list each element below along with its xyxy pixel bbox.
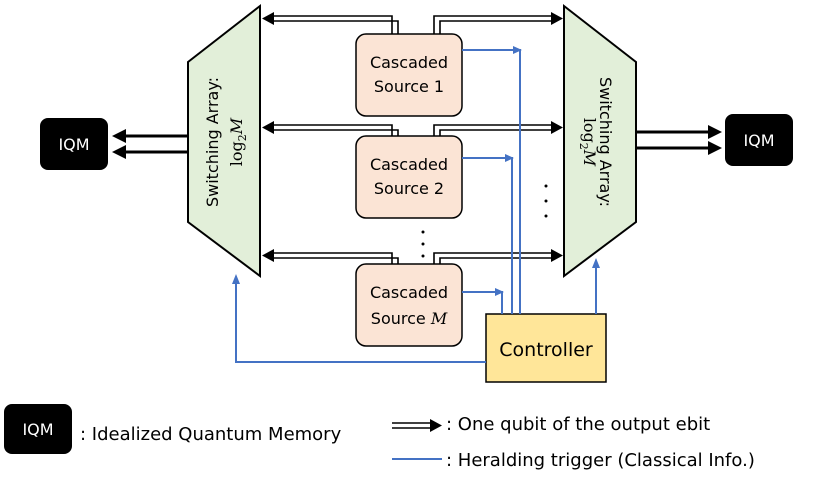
qubit-links-row2 [262, 121, 563, 136]
source-1-line1: Cascaded [370, 53, 448, 72]
qubit-output-left [112, 129, 188, 159]
source-1-line2: Source 1 [374, 77, 444, 96]
iqm-left: IQM [40, 118, 108, 170]
source-m: Cascaded Source M [355, 263, 463, 347]
iqm-left-label: IQM [58, 135, 89, 154]
ellipsis-vertical-center [421, 230, 425, 258]
qubit-links-rowM [262, 249, 563, 264]
legend-qubit-arrow [392, 419, 442, 432]
legend: IQM : Idealized Quantum Memory : One qub… [4, 404, 755, 471]
iqm-right-label: IQM [743, 131, 774, 150]
switching-array-right-label: Switching Array: [596, 77, 615, 207]
legend-iqm-box [4, 404, 72, 454]
switching-array-left-label: Switching Array: [203, 77, 222, 207]
legend-iqm-box-label: IQM [22, 420, 53, 439]
source-2: Cascaded Source 2 [355, 135, 463, 219]
switching-array-left: Switching Array: log2M [187, 3, 261, 278]
iqm-right: IQM [725, 114, 793, 166]
controller: Controller [485, 313, 607, 383]
legend-trigger-desc: : Heralding trigger (Classical Info.) [446, 450, 755, 471]
source-2-line1: Cascaded [370, 155, 448, 174]
source-m-line2: Source M [371, 309, 448, 328]
switching-array-left-log: log2M [227, 117, 249, 166]
heralding-triggers [232, 46, 600, 363]
source-2-line2: Source 2 [374, 179, 444, 198]
switching-array-right-log: log2M [577, 118, 599, 167]
legend-iqm-desc: : Idealized Quantum Memory [80, 424, 342, 445]
legend-qubit-desc: : One qubit of the output ebit [446, 414, 710, 435]
qubit-links-row1 [262, 12, 563, 34]
controller-label: Controller [499, 339, 593, 361]
switching-array-right: Switching Array: log2M [563, 3, 637, 278]
source-m-line1: Cascaded [370, 283, 448, 302]
source-1: Cascaded Source 1 [355, 33, 463, 117]
ellipsis-vertical-right [544, 184, 548, 218]
qubit-output-right [636, 125, 722, 155]
